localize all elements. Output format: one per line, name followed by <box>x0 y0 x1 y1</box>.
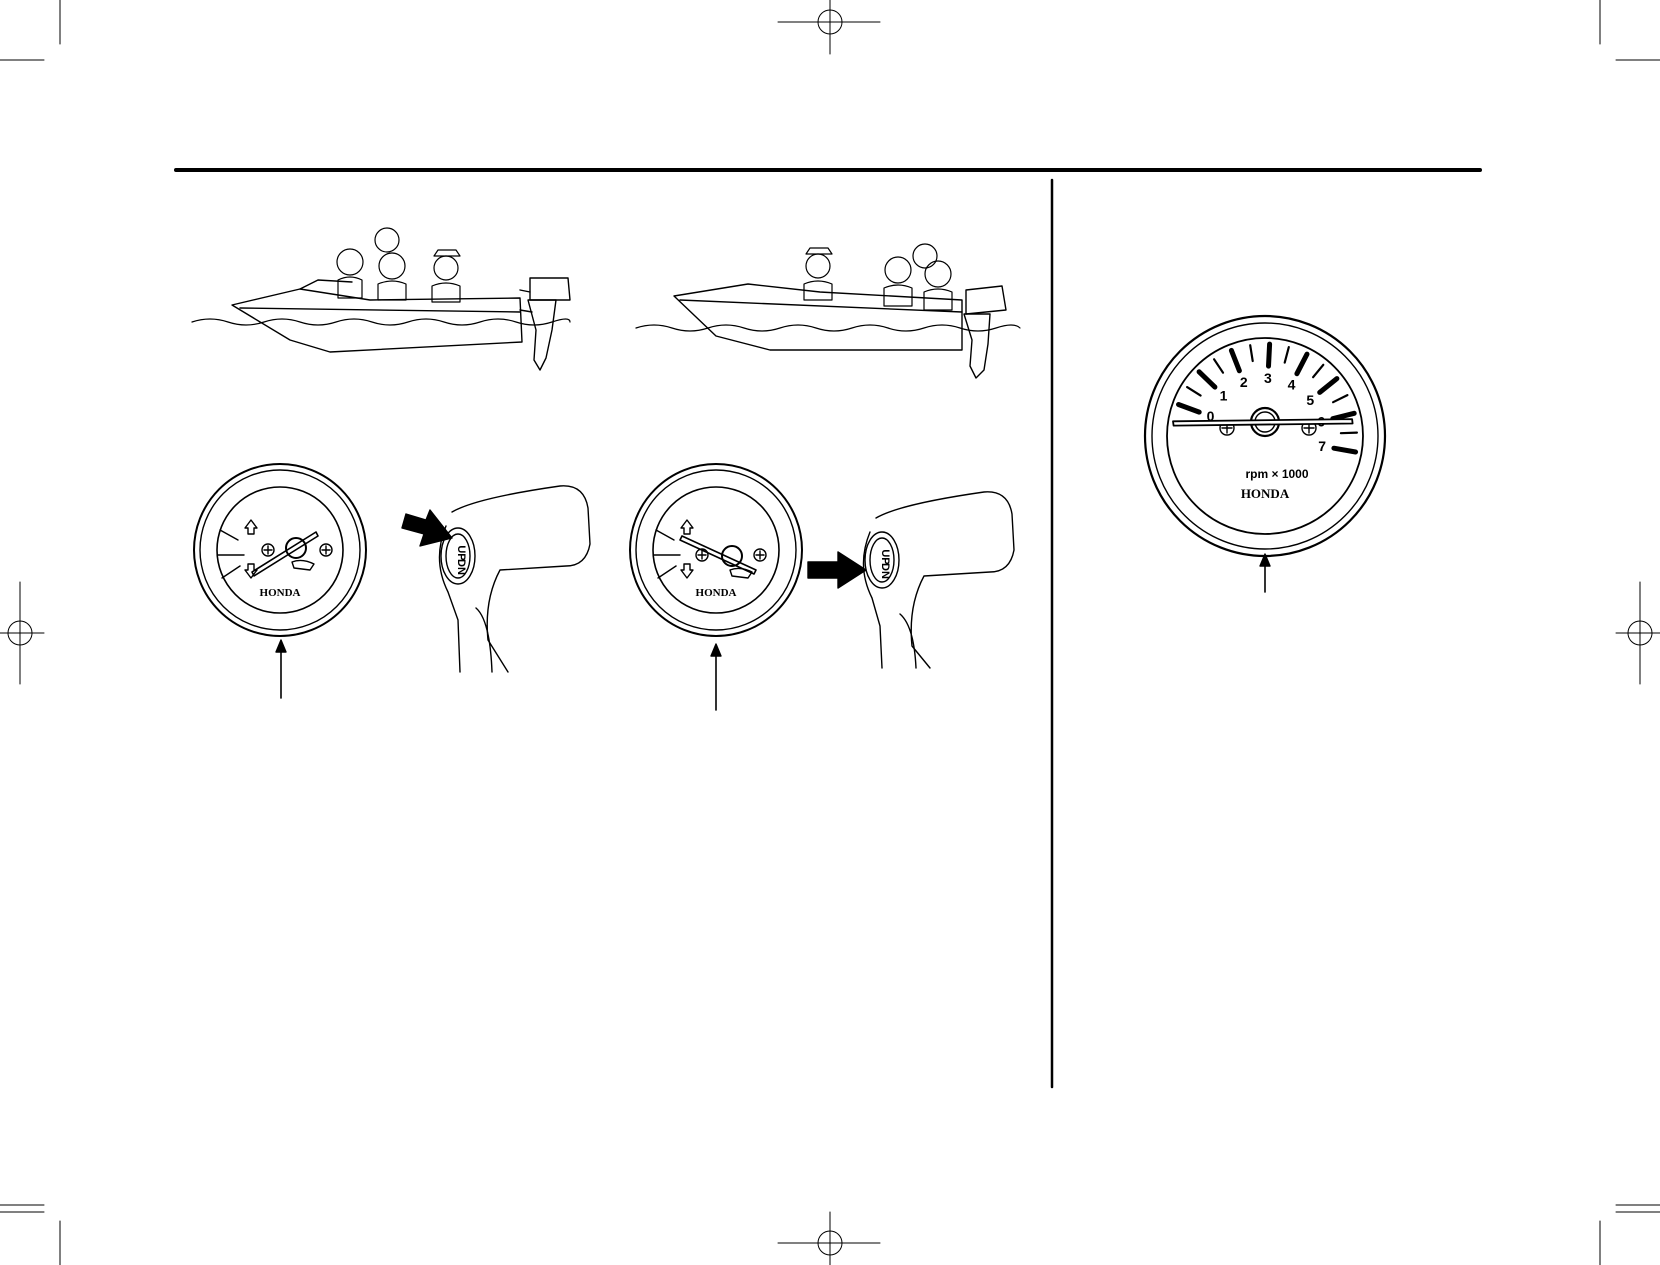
trim-switch-handle-1: UP DN <box>401 485 591 673</box>
arrow-head <box>710 643 722 657</box>
registration-mark-top <box>777 0 881 55</box>
tachometer-minor-tick <box>1249 344 1254 363</box>
passenger-group <box>336 227 461 303</box>
outboard-motor-1 <box>519 277 571 371</box>
boat-bow-up-illustration <box>191 227 571 371</box>
tachometer-major-tick <box>1331 445 1359 455</box>
press-up-arrow <box>401 509 453 547</box>
passenger-group <box>803 243 953 311</box>
tachometer-scale-number: 4 <box>1288 376 1296 392</box>
outboard-motor-2 <box>963 285 1007 379</box>
tachometer-scale-number: 5 <box>1306 392 1314 408</box>
tachometer-needle-bar <box>1172 418 1354 427</box>
tachometer-major-tick <box>1266 341 1273 369</box>
trim-meter-1: HONDA <box>193 463 367 637</box>
tachometer-tick-marks <box>1176 341 1359 455</box>
tachometer-scale-number: 2 <box>1240 374 1248 390</box>
trim-meter-2: HONDA <box>629 463 803 637</box>
trim-switch-down-label: DN <box>879 563 891 579</box>
tachometer-major-tick <box>1176 402 1202 415</box>
tachometer-minor-tick <box>1283 345 1290 364</box>
arrow-head <box>1259 553 1271 567</box>
trim-switch-down-label: DN <box>455 559 467 575</box>
tachometer-scale-number: 3 <box>1264 370 1272 386</box>
arrow-head <box>275 639 287 653</box>
tachometer-unit-label: rpm × 1000 <box>1245 467 1308 481</box>
tachometer-scale-number: 1 <box>1220 388 1228 404</box>
brand-label: HONDA <box>696 587 737 599</box>
tachometer-major-tick <box>1294 351 1310 377</box>
tachometer-minor-tick <box>1331 393 1349 404</box>
press-down-arrow <box>807 551 867 589</box>
tachometer-scale-number: 0 <box>1207 408 1215 424</box>
brand-label: HONDA <box>1241 486 1290 501</box>
tachometer-minor-tick <box>1311 363 1325 379</box>
tachometer-major-tick <box>1228 347 1242 374</box>
trim-switch-up-label: UP <box>455 545 467 560</box>
tachometer-needle <box>1172 418 1354 427</box>
brand-label: HONDA <box>260 587 301 599</box>
registration-mark-left <box>0 581 45 685</box>
tachometer-minor-tick <box>1212 358 1225 374</box>
tachometer-minor-tick <box>1185 385 1202 397</box>
boat-bow-down-illustration <box>635 243 1021 379</box>
tachometer-major-tick <box>1196 369 1218 390</box>
tachometer-scale-number: 7 <box>1318 438 1326 454</box>
trim-switch-handle-2: UP DN <box>807 491 1015 669</box>
tachometer: 01234567 rpm × 1000 HONDA <box>1143 314 1387 558</box>
tachometer-major-tick <box>1330 410 1357 422</box>
registration-mark-right <box>1615 581 1660 685</box>
tachometer-major-tick <box>1317 376 1340 395</box>
tachometer-minor-tick <box>1339 431 1359 435</box>
trim-switch-up-label: UP <box>879 549 891 564</box>
registration-mark-bottom <box>777 1211 881 1265</box>
